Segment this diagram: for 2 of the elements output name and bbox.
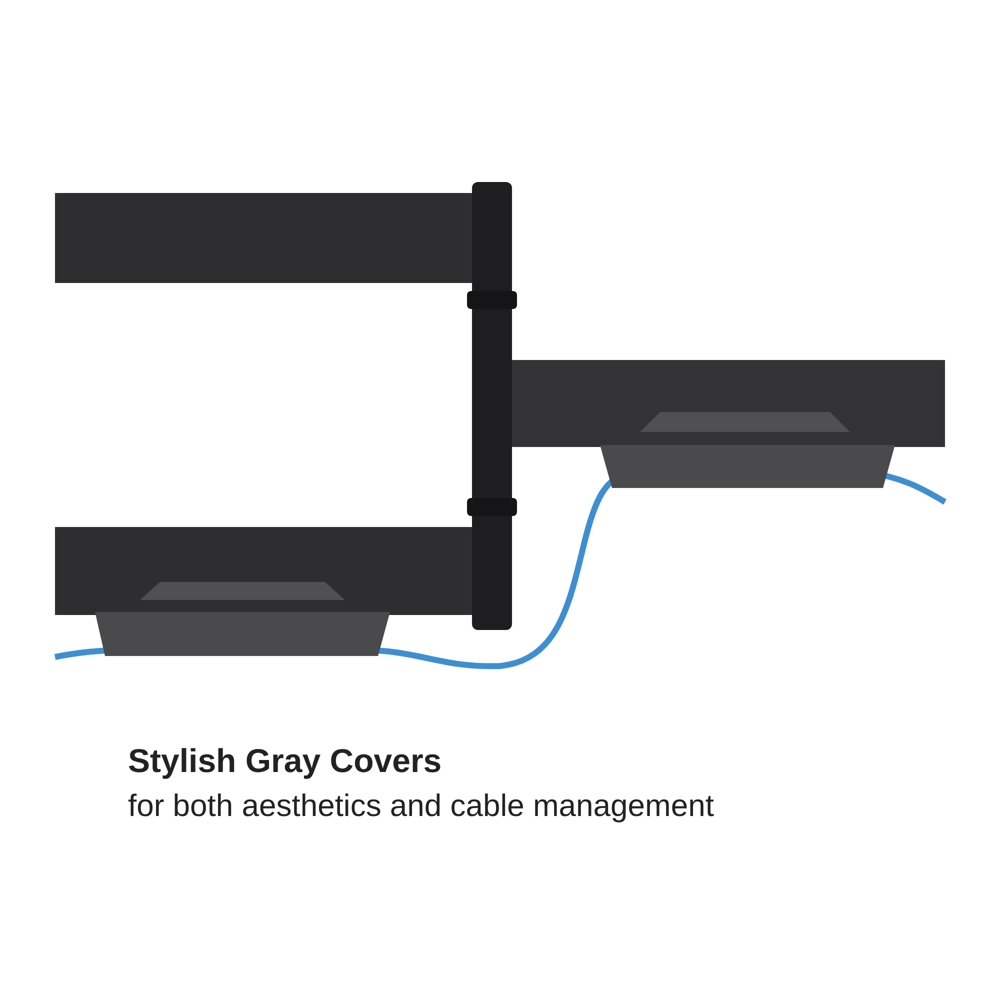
title: Stylish Gray Covers: [128, 742, 442, 780]
caption: for both aesthetics and cable management: [128, 788, 714, 824]
